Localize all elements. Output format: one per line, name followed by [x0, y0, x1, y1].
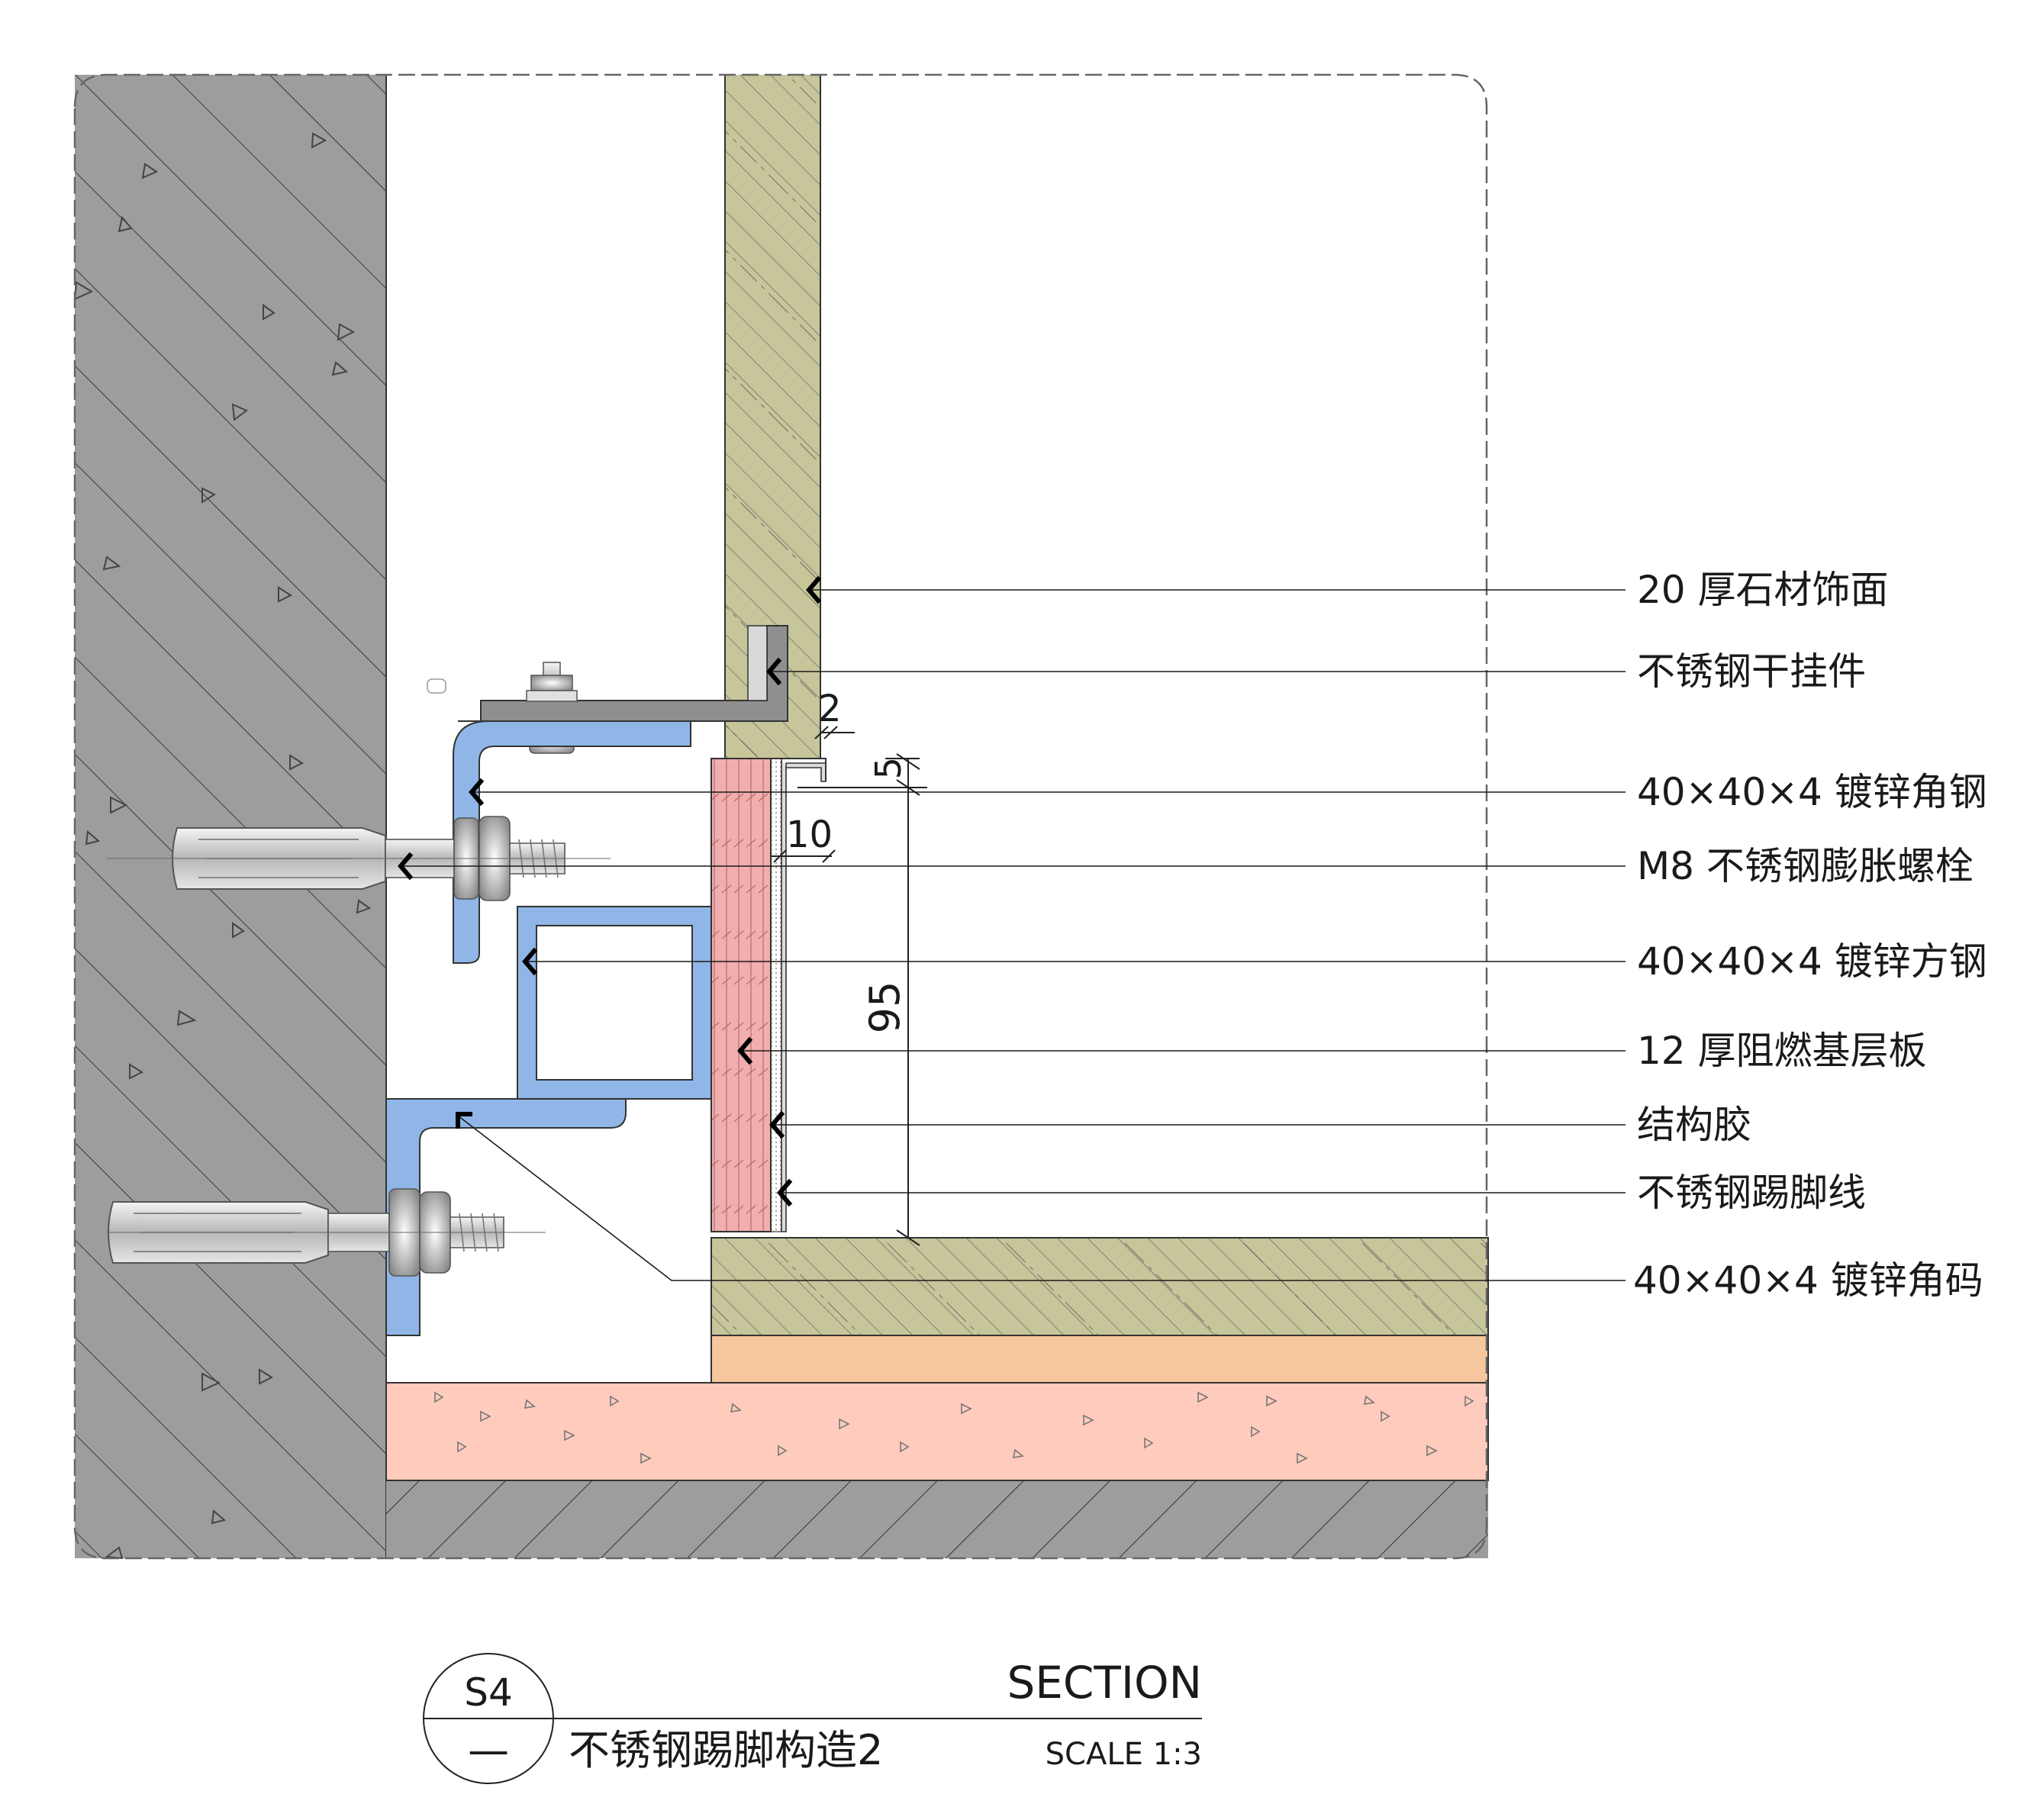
label-stainless-skirting: 不锈钢踢脚线 [1637, 1171, 1866, 1215]
galvanized-angle-steel-part [453, 720, 691, 964]
dimension-lines [771, 726, 927, 1246]
title-sheet: — [468, 1726, 509, 1774]
floor-stone [710, 1237, 1489, 1336]
title-name: 不锈钢踢脚构造2 [569, 1726, 883, 1774]
label-galvanized-angle-bracket: 40×40×4 镀锌角码 [1633, 1258, 1983, 1303]
title-section: SECTION [1007, 1657, 1202, 1709]
dim-2: 2 [818, 688, 842, 730]
expansion-bolt-upper [107, 816, 611, 901]
label-structural-adhesive: 结构胶 [1637, 1103, 1751, 1147]
leader-lines [401, 589, 1626, 1281]
mortar-layer [710, 1335, 1489, 1384]
label-dry-hanging-clip: 不锈钢干挂件 [1637, 649, 1866, 694]
galvanized-square-steel-part [517, 906, 712, 1100]
title-scale: SCALE 1:3 [1046, 1737, 1202, 1772]
callout-labels: 20 厚石材饰面 不锈钢干挂件 40×40×4 镀锌角钢 M8 不锈钢膨胀螺栓 … [1633, 568, 1987, 1303]
structural-slab [386, 1480, 1488, 1558]
label-fire-retardant-board: 12 厚阻燃基层板 [1637, 1029, 1927, 1073]
aggregate-marks [73, 132, 372, 1560]
dim-5: 5 [868, 757, 909, 779]
label-galvanized-square-steel: 40×40×4 镀锌方钢 [1637, 939, 1987, 984]
screed-layer [385, 1382, 1489, 1481]
dim-10: 10 [786, 813, 833, 856]
dim-95: 95 [861, 981, 909, 1034]
concrete-wall [73, 75, 387, 1560]
fire-retardant-board [710, 758, 772, 1232]
galvanized-angle-bracket-part [385, 1098, 627, 1336]
title-block: S4 — SECTION 不锈钢踢脚构造2 SCALE 1:3 [423, 1653, 1202, 1784]
label-expansion-bolt: M8 不锈钢膨胀螺栓 [1637, 844, 1974, 888]
expansion-bolt-lower [107, 1188, 546, 1277]
label-galvanized-angle-steel: 40×40×4 镀锌角钢 [1637, 770, 1987, 814]
detail-mark [427, 678, 446, 694]
detail-boundary [73, 73, 1488, 1560]
label-stone-facing: 20 厚石材饰面 [1637, 568, 1889, 612]
title-ref: S4 [464, 1670, 513, 1715]
leader-arrowheads [398, 575, 822, 1207]
